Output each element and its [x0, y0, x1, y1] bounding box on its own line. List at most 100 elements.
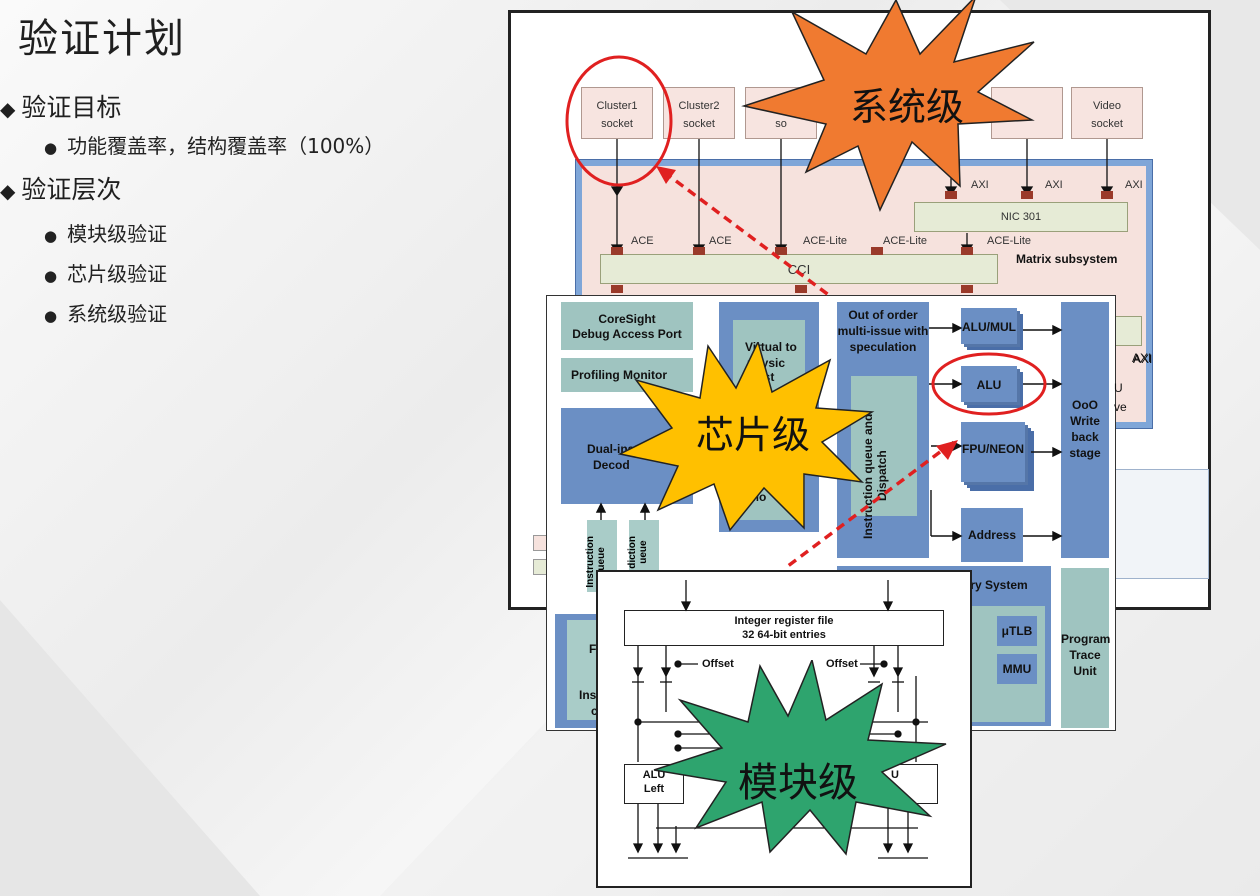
sub-bullet-module: ● 模块级验证: [44, 218, 167, 247]
utlb-block: μTLB: [997, 616, 1037, 646]
bullet-goal-text: 验证目标: [21, 93, 122, 122]
matrix-label: Matrix subsystem: [1016, 252, 1118, 266]
sub-bullet-system: ● 系统级验证: [44, 298, 167, 327]
dot-bullet-icon: ●: [44, 139, 58, 157]
nic-label: NIC 301: [1000, 211, 1042, 223]
dot-bullet-icon: ●: [44, 227, 58, 245]
axi-peek-label: AXI: [1132, 351, 1152, 365]
alu-highlight-circle: [931, 352, 1047, 416]
pt-label-3: Unit: [1073, 664, 1097, 678]
nic301-block: NIC 301: [914, 202, 1128, 232]
register-file-block: Integer register file 32 64-bit entries: [624, 610, 944, 646]
wb-label-3: back: [1071, 430, 1099, 444]
alu-mul-block: ALU/MUL: [961, 308, 1017, 344]
dma-socket-label: so: [775, 118, 787, 130]
program-trace-block: Program Trace Unit: [1061, 568, 1111, 728]
ooo-label-3: speculation: [849, 340, 917, 354]
chip-level-star: [618, 342, 875, 532]
mmu-label: MMU: [1002, 662, 1032, 676]
mmu-block: MMU: [997, 654, 1037, 684]
sub-bullet-coverage-text: 功能覆盖率，结构覆盖率（100%）: [67, 134, 385, 158]
address-label: Address: [967, 528, 1017, 542]
alumul-label: ALU/MUL: [962, 320, 1016, 334]
alu-right-label: U: [891, 769, 899, 781]
dual-label-2: Decod: [593, 458, 630, 472]
ooo-label-1: Out of order: [848, 308, 918, 322]
profiling-label: Profiling Monitor: [571, 368, 667, 382]
axi-label-2: AXI: [1045, 179, 1063, 191]
chip-axi-label: AXI: [1133, 352, 1153, 366]
address-block: Address: [961, 508, 1023, 562]
sub-bullet-module-text: 模块级验证: [67, 222, 168, 246]
dot-bullet-icon: ●: [44, 307, 58, 325]
dot-bullet-icon: ●: [44, 267, 58, 285]
rf-label-2: 32 64-bit entries: [742, 629, 826, 641]
video-socket: Video socket: [1071, 87, 1143, 139]
cluster1-socket-label: socket: [601, 118, 633, 130]
sub-bullet-system-text: 系统级验证: [67, 302, 168, 326]
alu-left-label-1: ALU: [642, 769, 666, 781]
diamond-bullet-icon: ◆: [0, 97, 16, 121]
module-level-label: 模块级: [738, 760, 858, 806]
cluster2-socket-label: socket: [683, 118, 715, 130]
coresight-label-2: Debug Access Port: [572, 327, 682, 341]
video-label: Video: [1093, 100, 1121, 112]
ace-lite-label-3: ACE-Lite: [987, 235, 1032, 247]
axi-label-1: AXI: [971, 179, 989, 191]
ace-label-1: ACE: [631, 235, 654, 247]
u-peek-label: U: [1114, 381, 1123, 395]
alu-block: ALU: [961, 366, 1017, 402]
fpu-neon-block: FPU/NEON: [961, 422, 1025, 482]
ace-lite-label-1: ACE-Lite: [803, 235, 848, 247]
alu-left-label-2: Left: [643, 783, 665, 795]
sub-bullet-chip: ● 芯片级验证: [44, 258, 167, 287]
writeback-block: OoO Write back stage: [1061, 302, 1109, 558]
cci-label: CCI: [787, 262, 811, 277]
chip-connections: [595, 322, 1063, 542]
pt-label-2: Trace: [1069, 648, 1101, 662]
ooo-label-2: multi-issue with: [837, 324, 929, 338]
ve-peek-label: ve: [1114, 400, 1127, 414]
system-level-label: 系统级: [850, 85, 965, 129]
connector-arrowhead-icon: [936, 440, 958, 460]
system-connections: [610, 139, 1114, 293]
ooo-issue-block: Out of order multi-issue with speculatio…: [837, 302, 929, 558]
alu-label: ALU: [976, 378, 1002, 392]
dispatch-queue-block: [851, 376, 917, 516]
f-label: F: [589, 642, 597, 656]
cluster1-socket: Cluster1 socket: [581, 87, 653, 139]
module-level-star: [653, 660, 947, 856]
chip-level-label: 芯片级: [696, 413, 811, 457]
diamond-bullet-icon: ◆: [0, 179, 16, 203]
cluster1-highlight-circle: [565, 55, 673, 187]
bullet-goal: ◆验证目标: [0, 88, 121, 124]
sub-bullet-coverage: ● 功能覆盖率，结构覆盖率（100%）: [44, 130, 384, 159]
offset-label-right: Offset: [826, 658, 858, 670]
fpu-label: FPU/NEON: [961, 442, 1024, 456]
wb-label-1: OoO: [1072, 398, 1098, 412]
ace-lite-label-2: ACE-Lite: [883, 235, 928, 247]
connector-arrowhead-icon: [656, 166, 676, 184]
slide-title: 验证计划: [18, 16, 186, 62]
video-socket-label: socket: [1091, 118, 1123, 130]
inst-label: Inst: [579, 688, 601, 702]
wb-label-2: Write: [1070, 414, 1100, 428]
system-level-star: [741, 0, 1035, 212]
coresight-block: CoreSight Debug Access Port: [561, 302, 693, 350]
rf-label-1: Integer register file: [734, 615, 834, 627]
sub-bullet-chip-text: 芯片级验证: [67, 262, 168, 286]
utlb-label: μTLB: [1001, 624, 1033, 638]
cci-block: CCI: [600, 254, 998, 284]
pt-label-1: Program: [1061, 632, 1111, 646]
coresight-label-1: CoreSight: [598, 312, 656, 326]
profiling-monitor-block: Profiling Monitor: [561, 358, 693, 392]
bullet-level: ◆验证层次: [0, 170, 121, 206]
cluster1-label: Cluster1: [596, 100, 638, 112]
cluster2-socket: Cluster2 socket: [663, 87, 735, 139]
axi-label-3: AXI: [1125, 179, 1143, 191]
cluster2-label: Cluster2: [678, 100, 720, 112]
c-label: c: [591, 704, 598, 718]
ace-label-2: ACE: [709, 235, 732, 247]
mem-label: ory System: [963, 578, 1028, 592]
